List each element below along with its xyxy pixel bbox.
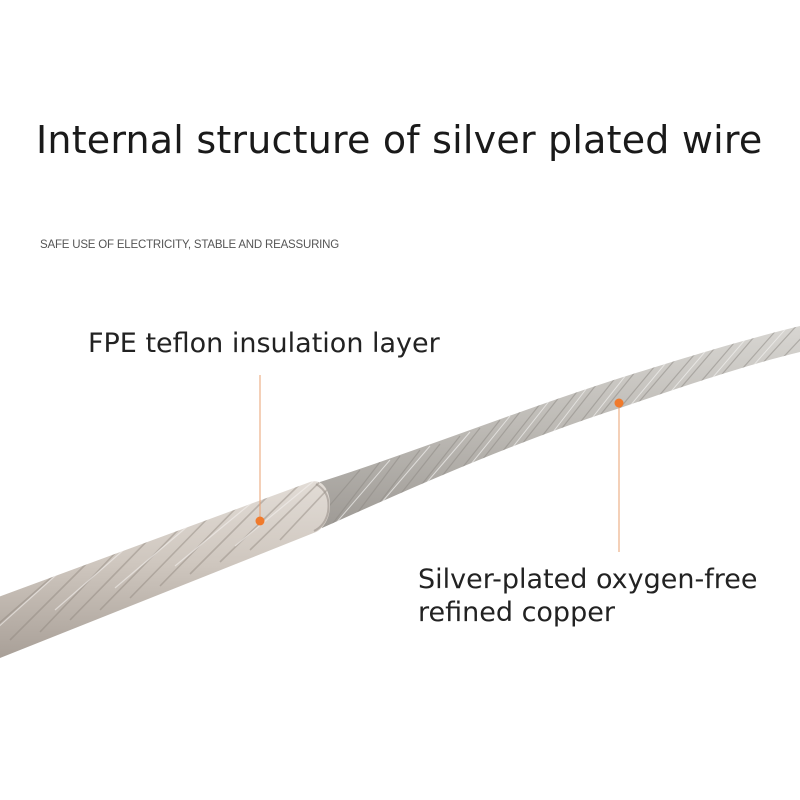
conductor-label: Silver-plated oxygen-free refined copper <box>418 563 757 629</box>
page-title: Internal structure of silver plated wire <box>36 118 763 162</box>
conductor-marker-dot <box>614 398 624 408</box>
insulation-marker-dot <box>255 516 265 526</box>
page-subtitle: SAFE USE OF ELECTRICITY, STABLE AND REAS… <box>40 239 340 251</box>
fpe-insulation-jacket <box>0 481 330 659</box>
conductor-label-line1: Silver-plated oxygen-free <box>418 564 758 595</box>
conductor-label-line2: refined copper <box>418 597 615 628</box>
insulation-label: FPE teflon insulation layer <box>88 328 440 359</box>
